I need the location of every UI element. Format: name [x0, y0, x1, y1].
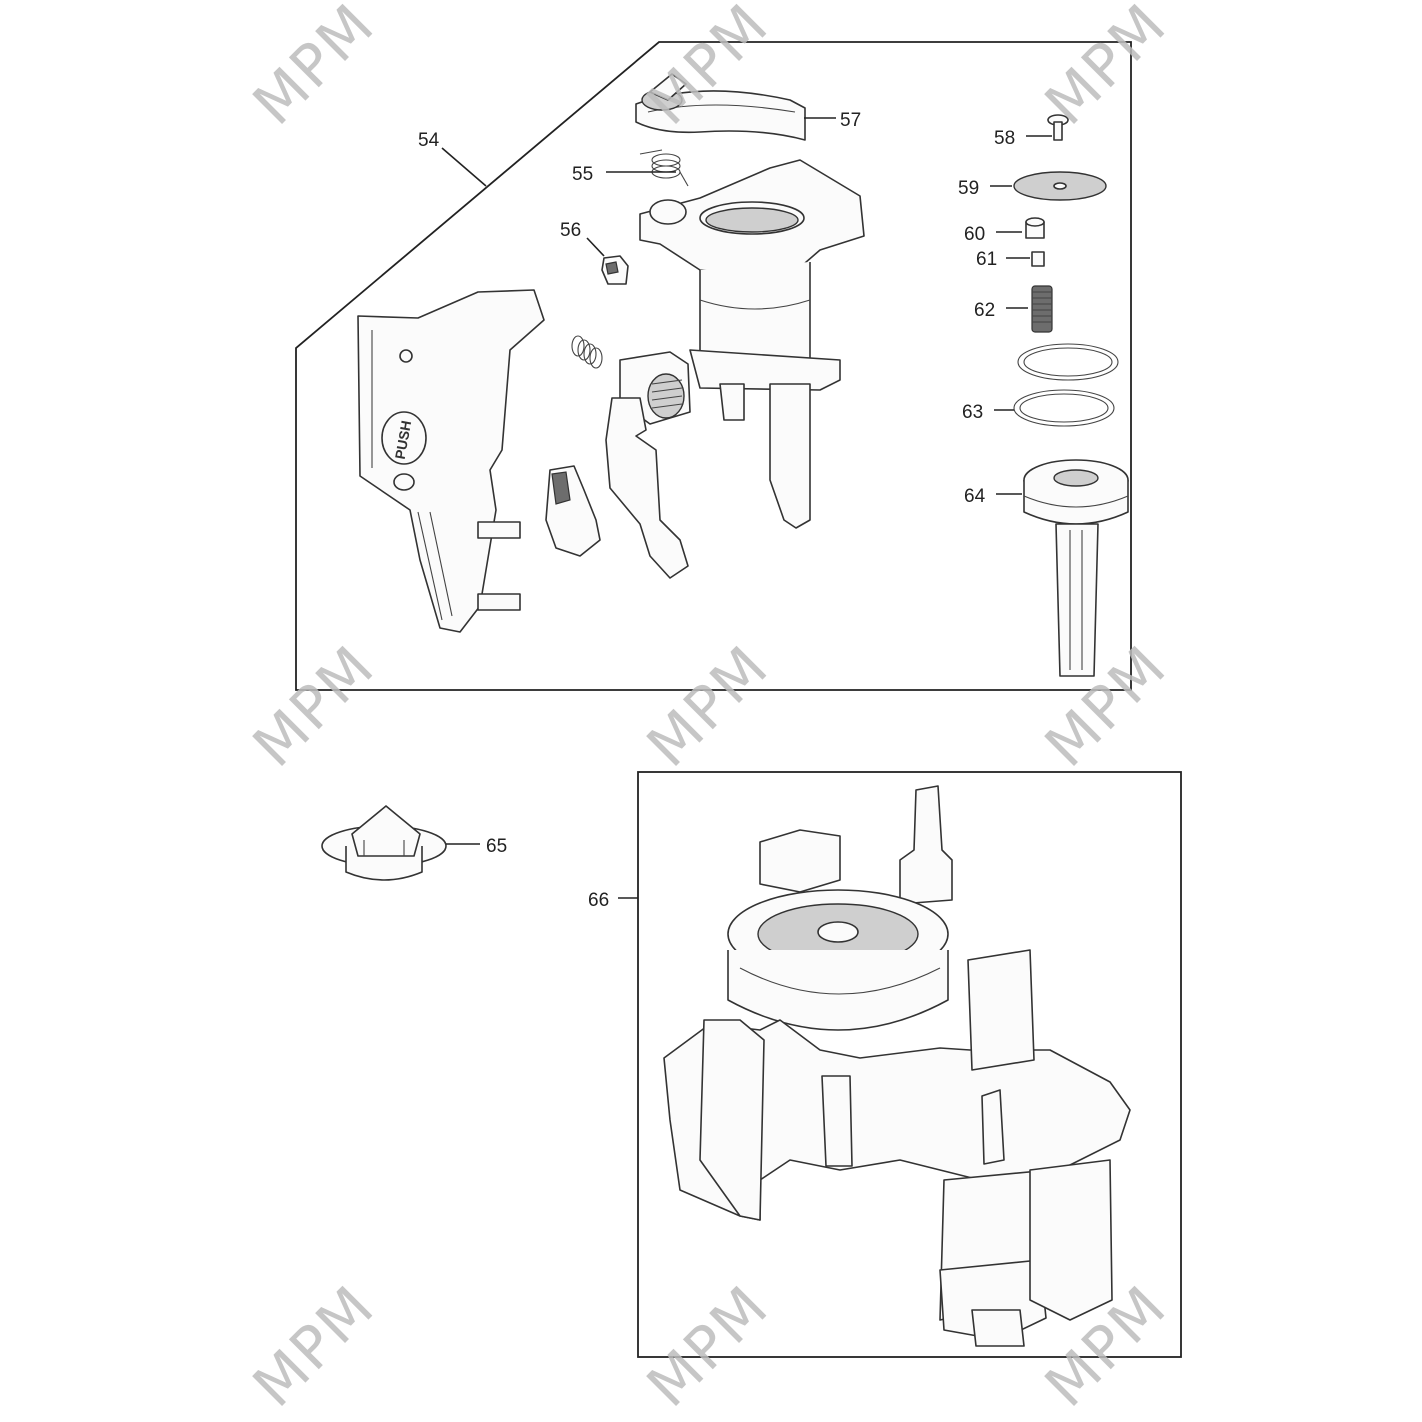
callout-57: 57 [840, 110, 861, 131]
callout-55: 55 [572, 164, 593, 185]
push-cover: PUSH [357, 289, 545, 633]
callout-58: 58 [994, 128, 1015, 149]
coil-spring-small [571, 335, 603, 369]
callout-64: 64 [964, 486, 986, 507]
part-64-piston [1023, 459, 1129, 677]
part-59-filter-disc [1013, 171, 1107, 201]
group-54-frame [295, 41, 1132, 691]
callout-63: 63 [962, 402, 983, 423]
watermark: MPM [240, 0, 388, 138]
part-58-screw [1047, 114, 1069, 141]
part-60-nut [1025, 217, 1045, 239]
part-62-spring [1031, 285, 1053, 333]
callout-56: 56 [560, 220, 581, 241]
watermark: MPM [1032, 632, 1180, 780]
callout-60: 60 [964, 224, 985, 245]
part-56-small-latch [601, 255, 629, 285]
watermark: MPM [634, 632, 782, 780]
callout-65: 65 [486, 836, 507, 857]
callout-labels: 54 55 56 57 58 59 60 61 62 63 64 65 66 [418, 110, 1015, 911]
callout-54: 54 [418, 130, 440, 151]
callout-62: 62 [974, 300, 995, 321]
push-label: PUSH [392, 419, 415, 460]
lever-assembly [605, 351, 691, 579]
watermark: MPM [240, 632, 388, 780]
part-63-o-rings [1013, 343, 1119, 427]
callout-59: 59 [958, 178, 979, 199]
brew-unit-housing [639, 159, 865, 529]
part-65-nozzle-cap [321, 805, 447, 881]
part-55-torsion-spring [639, 149, 689, 187]
part-61-valve [1031, 251, 1045, 267]
watermark: MPM [634, 1272, 782, 1420]
callout-66: 66 [588, 890, 609, 911]
hinge-part [545, 465, 601, 557]
watermark: MPM [240, 1272, 388, 1420]
callout-61: 61 [976, 249, 997, 270]
group-66-frame [637, 771, 1182, 1358]
leader-lines [441, 117, 1052, 899]
part-57-arc-clip [635, 73, 806, 141]
part-66-grinder-assembly [663, 785, 1131, 1347]
